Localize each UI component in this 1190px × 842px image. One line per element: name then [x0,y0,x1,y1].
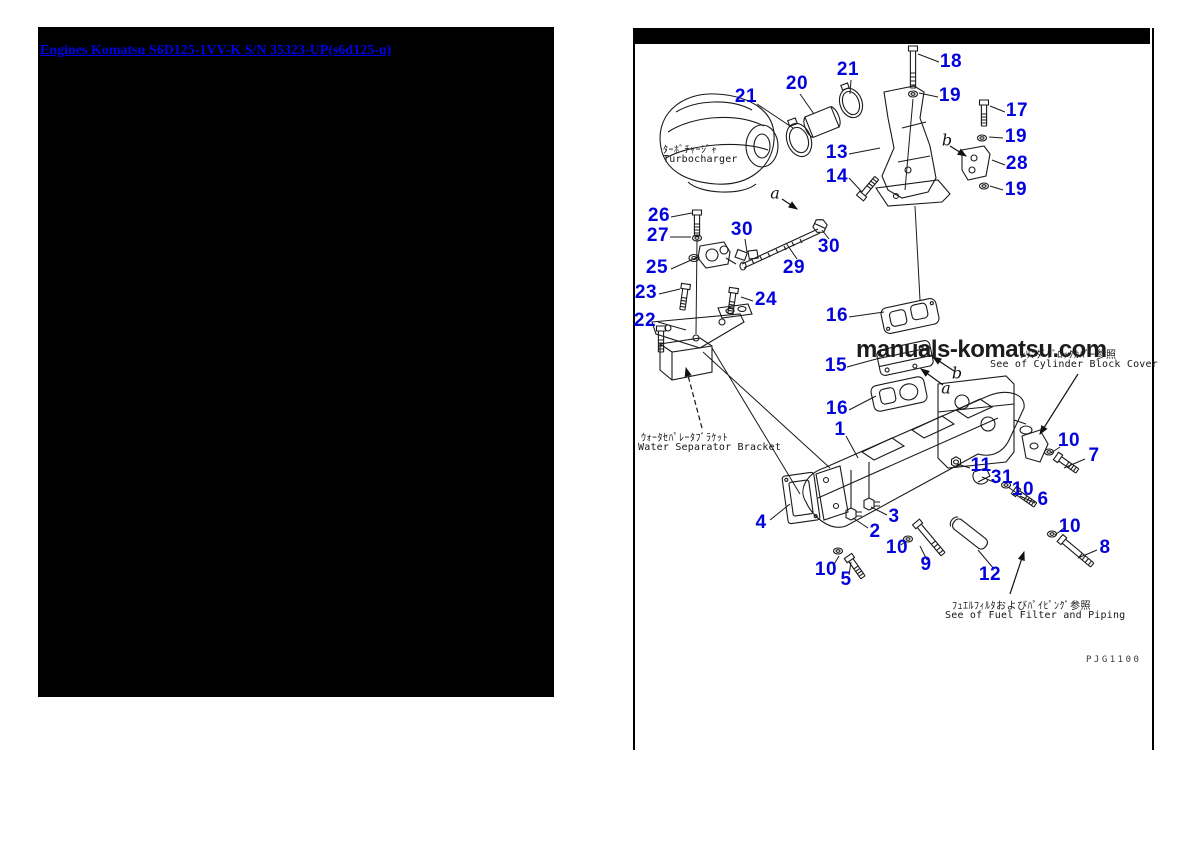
callout-30: 30 [817,236,841,257]
callout-25: 25 [645,257,669,278]
note-jp-1: ｳｫｰﾀｾﾊﾟﾚｰﾀﾌﾞﾗｹｯﾄ [641,433,728,444]
callout-17: 17 [1005,100,1029,121]
callout-6: 6 [1037,489,1049,510]
callout-11: 11 [970,455,992,476]
callout-10: 10 [1058,516,1082,537]
callout-29: 29 [782,257,806,278]
note-en-1: Water Separator Bracket [638,442,782,453]
callout-12: 12 [978,564,1002,585]
callout-14: 14 [825,166,849,187]
left-page-placeholder [38,27,554,697]
ref-letter-a: a [941,378,951,398]
callout-13: 13 [825,142,849,163]
drawing-code: PJG1100 [1086,655,1142,665]
callout-24: 24 [754,289,778,310]
callout-21: 21 [734,86,758,107]
ref-letter-b: b [941,130,953,150]
callout-4: 4 [755,512,767,533]
callout-30: 30 [730,219,754,240]
watermark: manuals-komatsu.com [856,336,1107,363]
callout-3: 3 [888,506,900,527]
note-en-2: See of Cylinder Block Cover [990,359,1158,370]
callout-1: 1 [834,419,846,440]
callout-20: 20 [785,73,809,94]
note-jp-0: ﾀｰﾎﾞﾁｬｰｼﾞｬ [663,145,717,156]
ref-letter-b: b [951,363,963,383]
callout-9: 9 [920,554,932,575]
callout-10: 10 [1011,479,1035,500]
diagram-top-bar [633,28,1150,44]
note-jp-3: ﾌｭｴﾙﾌｨﾙﾀおよびﾊﾟｲﾋﾟﾝｸﾞ参照 [952,601,1091,612]
callout-23: 23 [634,282,658,303]
callout-22: 22 [633,310,657,331]
engine-model-link[interactable]: Engines Komatsu S6D125-1VV-K S/N 35323-U… [40,43,392,58]
callout-16: 16 [825,398,849,419]
callout-21: 21 [836,59,860,80]
callout-10: 10 [814,559,838,580]
callout-26: 26 [647,205,671,226]
callout-31: 31 [990,467,1014,488]
callout-10: 10 [1057,430,1081,451]
diagram-frame [633,28,1154,750]
ref-letter-a: a [770,183,780,203]
note-en-0: Turbocharger [663,154,738,165]
callout-7: 7 [1088,445,1100,466]
callout-15: 15 [824,355,848,376]
callout-19: 19 [938,85,962,106]
callout-10: 10 [885,537,909,558]
callout-19: 19 [1004,179,1028,200]
callout-5: 5 [840,569,852,590]
callout-18: 18 [939,51,963,72]
note-jp-2: ｼﾘﾝﾀﾞﾌﾞﾛｯｸｶﾊﾞｰ参照 [1020,350,1117,361]
callout-16: 16 [825,305,849,326]
callout-28: 28 [1005,153,1029,174]
callout-2: 2 [869,521,881,542]
callout-8: 8 [1099,537,1111,558]
note-en-3: See of Fuel Filter and Piping [945,610,1126,621]
callout-27: 27 [646,225,670,246]
callout-19: 19 [1004,126,1028,147]
